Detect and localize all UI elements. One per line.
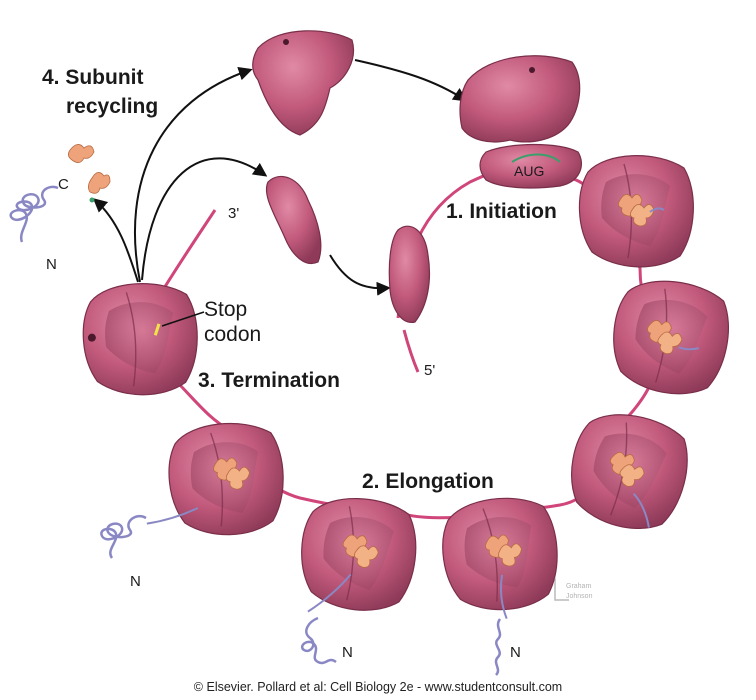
ribosome-elongation-1	[578, 154, 695, 268]
step-elongation: 2. Elongation	[362, 470, 494, 493]
step-recycling-line2: recycling	[66, 95, 159, 118]
aug-codon-label: AUG	[514, 163, 545, 179]
arrow-large-to-initiation	[354, 59, 468, 102]
stop-codon-label-line2: codon	[204, 323, 262, 346]
free-small-subunit	[265, 176, 322, 264]
polypeptide-chains	[9, 185, 502, 676]
c-terminus-label: C	[58, 176, 69, 193]
step-initiation: 1. Initiation	[446, 200, 557, 223]
ribosome-elongation-3	[560, 404, 697, 539]
free-large-subunit	[252, 30, 354, 136]
arrow-small-to-initiation	[329, 254, 391, 296]
small-subunit-on-mrna	[388, 225, 431, 323]
artist-signature: Graham Johnson	[554, 578, 593, 601]
released-polypeptide	[9, 185, 59, 243]
step-termination: 3. Termination	[198, 369, 340, 392]
ribosome-termination	[80, 280, 200, 398]
n-terminus-label-4: N	[510, 644, 521, 661]
arrow-to-small-subunit	[141, 157, 268, 281]
released-factors	[68, 144, 111, 203]
ribosome-elongation-2	[605, 273, 736, 401]
polypeptide-elongation-5	[300, 616, 337, 665]
stop-codon-label-line1: Stop	[204, 298, 248, 321]
n-terminus-label-5: N	[342, 644, 353, 661]
recycling-arrows	[92, 59, 468, 296]
copyright-caption: © Elsevier. Pollard et al: Cell Biology …	[193, 680, 563, 694]
ribosome-elongation-5	[297, 494, 420, 615]
mrna-termination-3prime	[156, 209, 217, 299]
mrna-initiation-tail	[402, 329, 420, 373]
ribosome-elongation-4	[437, 492, 564, 620]
three-prime-label: 3'	[228, 205, 240, 222]
svg-text:Johnson: Johnson	[566, 593, 593, 600]
n-terminus-label-6: N	[130, 573, 141, 590]
step-recycling-line1: 4. Subunit	[42, 66, 144, 89]
n-terminus-label-released: N	[46, 256, 57, 273]
stop-codon-pointer	[161, 311, 205, 327]
polypeptide-elongation-6	[100, 514, 147, 559]
initiation-large-subunit	[459, 55, 581, 143]
five-prime-label: 5'	[424, 362, 436, 379]
arrow-to-large-subunit	[133, 66, 253, 283]
initiation-small-subunit	[479, 143, 582, 189]
svg-text:Graham: Graham	[566, 583, 591, 590]
ribosome-elongation-6	[146, 419, 288, 540]
polypeptide-elongation-4	[494, 618, 502, 676]
arrow-to-released-protein	[92, 198, 139, 283]
